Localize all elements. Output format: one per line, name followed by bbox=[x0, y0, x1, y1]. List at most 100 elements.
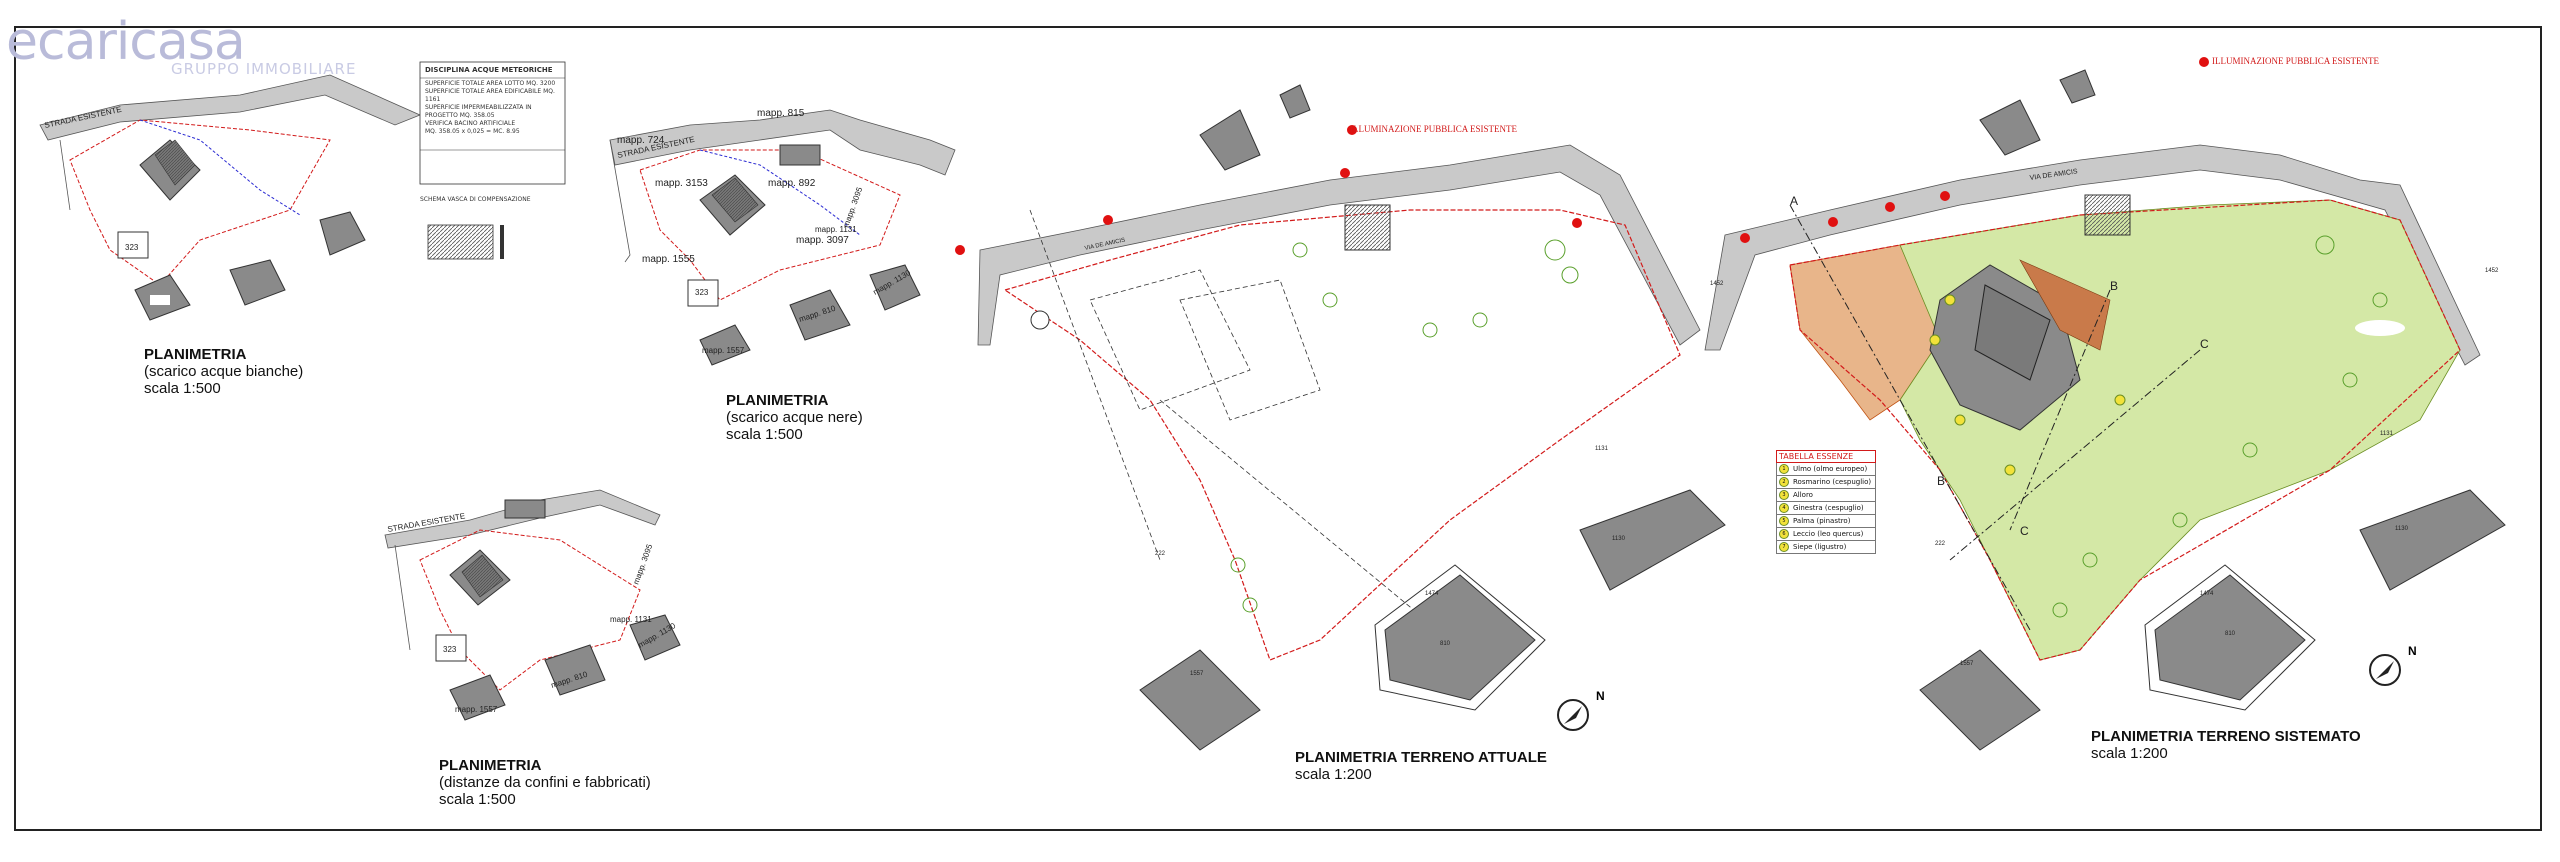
light bbox=[1103, 215, 1113, 225]
road-branch bbox=[609, 139, 631, 263]
label-1131-b: 1131 bbox=[2380, 431, 2394, 437]
building-810 bbox=[789, 289, 851, 341]
north-arrow-icon bbox=[2369, 654, 2401, 686]
lot-boundary bbox=[639, 149, 901, 301]
caption-title: PLANIMETRIA bbox=[726, 392, 829, 409]
scheme-title: SCHEMA VASCA DI COMPENSAZIONE bbox=[420, 196, 531, 203]
label-323-c: 323 bbox=[443, 645, 457, 654]
label-mapp-3153: mapp. 3153 bbox=[655, 178, 708, 189]
tree bbox=[2114, 394, 2126, 406]
discipline-line: SUPERFICIE TOTALE AREA EDIFICABILE MQ. 1… bbox=[425, 88, 555, 103]
tree bbox=[1929, 334, 1941, 346]
new-house-roof bbox=[1974, 284, 2051, 381]
caption-scale: scala 1:500 bbox=[726, 426, 803, 443]
legend-marker: 5 bbox=[1779, 516, 1789, 526]
label-mapp-892: mapp. 892 bbox=[768, 178, 816, 189]
label-mapp-3095: mapp. 3095 bbox=[841, 185, 864, 228]
caption-bianche: PLANIMETRIA (scarico acque bianche) scal… bbox=[144, 346, 303, 397]
tree bbox=[2004, 464, 2016, 476]
section-b-label-2: B bbox=[1937, 474, 1945, 488]
legend-marker: 7 bbox=[1779, 542, 1789, 552]
north-label: N bbox=[1596, 689, 1605, 703]
panel-attuale-drawing bbox=[955, 84, 1726, 751]
caption-sistemato: PLANIMETRIA TERRENO SISTEMATO scala 1:20… bbox=[2091, 728, 2361, 762]
caption-scale: scala 1:500 bbox=[144, 380, 221, 397]
label-mapp-815: mapp. 815 bbox=[757, 108, 805, 119]
discipline-line: MQ. 358.05 x 0,025 = MC. 8.95 bbox=[425, 128, 520, 135]
label-mapp-3097: mapp. 3097 bbox=[796, 235, 849, 246]
road-edge bbox=[59, 139, 71, 211]
legend-marker: 1 bbox=[1779, 464, 1789, 474]
building-1474 bbox=[2154, 574, 2306, 701]
tree bbox=[2052, 602, 2068, 618]
logo: ecaricasa GRUPPO IMMOBILIARE bbox=[6, 16, 356, 78]
building-north-small bbox=[2059, 69, 2096, 104]
parcel-323 bbox=[687, 279, 719, 307]
building-1474-frame bbox=[2144, 564, 2316, 711]
label-1130-b: 1130 bbox=[2395, 526, 2409, 532]
label-1557-b: 1557 bbox=[1960, 661, 1974, 667]
north-arrow-icon bbox=[1557, 699, 1589, 731]
logo-wordmark: ecaricasa bbox=[6, 12, 246, 72]
building-lower bbox=[229, 259, 286, 306]
logo-subtitle: GRUPPO IMMOBILIARE bbox=[171, 60, 357, 78]
light bbox=[955, 245, 965, 255]
building-south-white bbox=[150, 295, 170, 305]
building-810 bbox=[544, 644, 606, 696]
parcel-323 bbox=[435, 634, 467, 662]
label-mapp-3095-c: mapp. 3095 bbox=[631, 542, 654, 585]
label-mapp-1131-c: mapp. 1131 bbox=[610, 615, 652, 624]
house-roof bbox=[711, 177, 759, 223]
light bbox=[1572, 218, 1582, 228]
light-legend bbox=[1347, 125, 1357, 135]
tree bbox=[1561, 266, 1579, 284]
building-1130 bbox=[869, 264, 921, 311]
caption-distanze: PLANIMETRIA (distanze da confini e fabbr… bbox=[439, 757, 651, 808]
caption-scale: scala 1:200 bbox=[2091, 745, 2168, 762]
discipline-line: VERIFICA BACINO ARTIFICIALE bbox=[425, 120, 516, 127]
legend-label: Leccio (leo quercus) bbox=[1793, 530, 1864, 538]
road bbox=[39, 74, 422, 141]
label-1474: 1474 bbox=[1425, 591, 1439, 597]
caption-subtitle: (distanze da confini e fabbricati) bbox=[439, 774, 651, 791]
label-1557: 1557 bbox=[1190, 671, 1204, 677]
tree bbox=[2242, 442, 2258, 458]
building-1557 bbox=[1139, 649, 1261, 751]
tree bbox=[1544, 239, 1566, 261]
tree bbox=[1292, 242, 1308, 258]
label-810-b: 810 bbox=[2225, 631, 2236, 637]
label-1474-b: 1474 bbox=[2200, 591, 2214, 597]
legend-marker: 3 bbox=[1779, 490, 1789, 500]
tree bbox=[2172, 512, 2188, 528]
label-810: 810 bbox=[1440, 641, 1451, 647]
building-north bbox=[504, 499, 546, 519]
caption-subtitle: (scarico acque bianche) bbox=[144, 363, 304, 380]
building-1130 bbox=[2359, 489, 2506, 591]
caption-title: PLANIMETRIA bbox=[439, 757, 542, 774]
light-legend bbox=[2199, 57, 2209, 67]
building-1130 bbox=[1579, 489, 1726, 591]
section-lines bbox=[1789, 204, 2201, 631]
road bbox=[609, 109, 956, 176]
hatched-building bbox=[2084, 194, 2131, 236]
building-1557 bbox=[449, 674, 506, 721]
parcel-323 bbox=[117, 231, 149, 259]
panel-nere-drawing bbox=[609, 109, 956, 366]
legend-label: Alloro bbox=[1793, 491, 1813, 499]
label-222-b: 222 bbox=[1935, 541, 1946, 547]
building-east bbox=[319, 211, 366, 256]
drawing-sheet-frame bbox=[14, 26, 2542, 831]
road bbox=[977, 144, 1701, 346]
legend-marker: 2 bbox=[1779, 477, 1789, 487]
label-222: 222 bbox=[1155, 551, 1166, 557]
house-roof bbox=[461, 554, 504, 598]
tree bbox=[1422, 322, 1438, 338]
building-north bbox=[1979, 99, 2041, 156]
house-roof bbox=[154, 139, 196, 186]
sewer-line bbox=[699, 149, 861, 236]
legend-row: 3 Alloro bbox=[1776, 489, 1876, 502]
